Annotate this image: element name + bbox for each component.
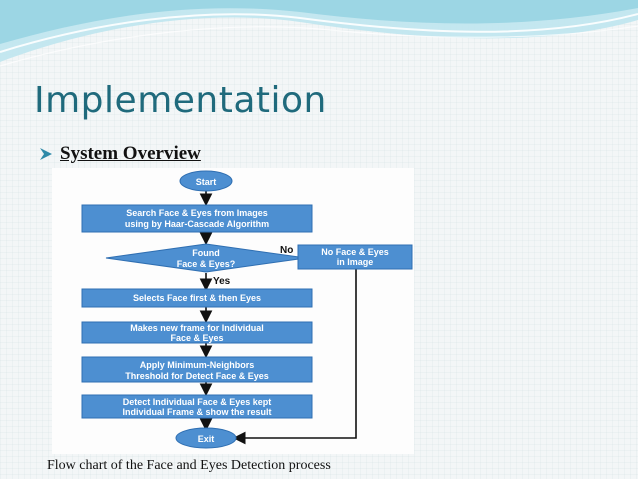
exit-node bbox=[175, 427, 237, 449]
detect-label-line2: Individual Frame & show the result bbox=[122, 407, 271, 417]
decision-label-line1: Found bbox=[192, 248, 220, 258]
edge-noface-to-exit bbox=[232, 269, 357, 445]
subtitle-row: System Overview bbox=[38, 143, 201, 165]
apply-label-line1: Apply Minimum-Neighbors bbox=[140, 360, 255, 370]
decision-label-line2: Face & Eyes? bbox=[177, 259, 236, 269]
apply-step bbox=[81, 356, 313, 383]
flow-connectors bbox=[199, 191, 357, 445]
noface-label-line2: in Image bbox=[337, 257, 374, 267]
search-label-line1: Search Face & Eyes from Images bbox=[126, 208, 268, 218]
figure-caption: Flow chart of the Face and Eyes Detectio… bbox=[47, 458, 331, 473]
select-step bbox=[81, 288, 313, 308]
header-wave-decoration bbox=[0, 0, 638, 67]
search-step bbox=[81, 204, 313, 233]
edge-label-yes: Yes bbox=[213, 276, 231, 287]
noface-label-line1: No Face & Eyes bbox=[321, 247, 389, 257]
frame-label-line2: Face & Eyes bbox=[170, 333, 223, 343]
decision-found bbox=[105, 243, 307, 273]
edge-label-no: No bbox=[280, 245, 293, 256]
arrow-bullet-icon bbox=[40, 148, 52, 160]
start-node bbox=[179, 170, 233, 192]
frame-step bbox=[81, 321, 313, 344]
flow-nodes bbox=[81, 170, 413, 449]
apply-label-line2: Threshold for Detect Face & Eyes bbox=[125, 371, 269, 381]
slide-subtitle: System Overview bbox=[60, 143, 201, 164]
start-label: Start bbox=[196, 177, 217, 187]
no-face-step bbox=[297, 244, 413, 270]
search-label-line2: using by Haar-Cascade Algorithm bbox=[125, 219, 269, 229]
slide-title: Implementation bbox=[34, 80, 327, 121]
flow-labels: Start Search Face & Eyes from Images usi… bbox=[122, 177, 388, 444]
frame-label-line1: Makes new frame for Individual bbox=[130, 323, 264, 333]
exit-label: Exit bbox=[198, 434, 215, 444]
detect-step bbox=[81, 394, 313, 419]
select-label: Selects Face first & then Eyes bbox=[133, 293, 261, 303]
detect-label-line1: Detect Individual Face & Eyes kept bbox=[123, 397, 272, 407]
